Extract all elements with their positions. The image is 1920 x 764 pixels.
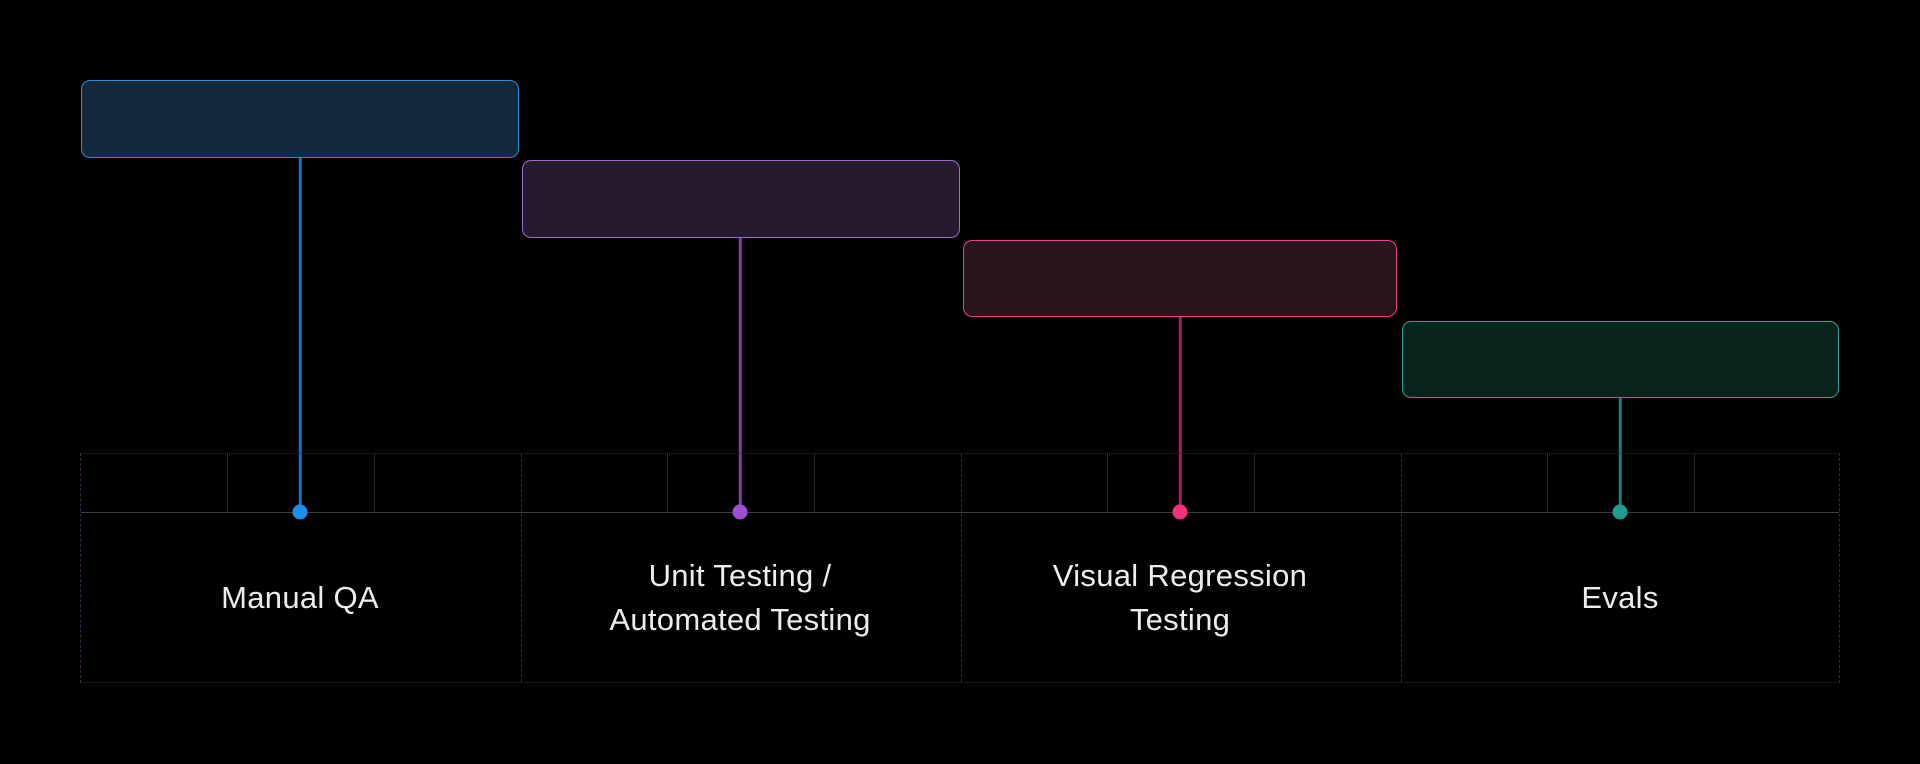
label-line: Testing [1129, 601, 1231, 637]
grid-line [814, 454, 815, 512]
connector-line-visual-regression [1178, 317, 1182, 512]
label-line: Visual Regression [1052, 557, 1308, 593]
stage-label-unit-testing: Unit Testing / Automated Testing [520, 512, 960, 683]
grid-line [667, 454, 668, 512]
stage-box-unit-testing[interactable] [522, 160, 960, 238]
timeline-dot-manual-qa [292, 504, 308, 520]
grid-line [1107, 454, 1108, 512]
column-divider [521, 454, 522, 682]
grid-line [1547, 454, 1548, 512]
column-divider [961, 454, 962, 682]
timeline-dot-unit-testing [732, 504, 748, 520]
label-line: Automated Testing [609, 601, 871, 637]
timeline-dot-evals [1612, 504, 1628, 520]
column-divider [1401, 454, 1402, 682]
timeline-axis-line [81, 512, 1839, 513]
timeline-dot-visual-regression [1172, 504, 1188, 520]
connector-line-manual-qa [298, 158, 302, 512]
connector-line-unit-testing [738, 238, 742, 512]
grid-line [227, 454, 228, 512]
stage-box-visual-regression[interactable] [963, 240, 1397, 317]
label-line: Unit Testing / [648, 557, 832, 593]
connector-line-evals [1618, 398, 1622, 512]
label-line: Manual QA [221, 579, 379, 615]
stage-label-evals: Evals [1400, 512, 1840, 683]
grid-line [1254, 454, 1255, 512]
stage-box-manual-qa[interactable] [81, 80, 519, 158]
stage-label-manual-qa: Manual QA [80, 512, 520, 683]
grid-line [374, 454, 375, 512]
label-line: Evals [1581, 579, 1659, 615]
stage-label-visual-regression: Visual Regression Testing [960, 512, 1400, 683]
grid-line [1694, 454, 1695, 512]
stage-box-evals[interactable] [1402, 321, 1839, 398]
timeline-table [80, 453, 1840, 683]
